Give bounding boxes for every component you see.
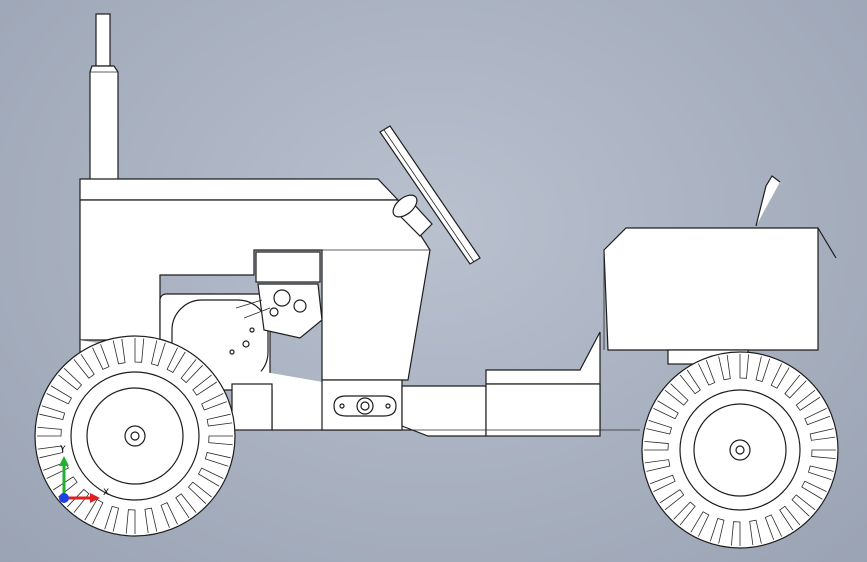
tire-lug <box>150 340 166 367</box>
front-wheel <box>34 335 236 537</box>
tire-lug <box>201 393 227 411</box>
tire-lug <box>73 353 95 379</box>
tire-lug <box>206 413 233 427</box>
tire-lug <box>58 367 83 391</box>
tire-lug <box>770 363 790 389</box>
tire-lug <box>807 465 834 481</box>
x-axis-label: X <box>103 488 109 498</box>
tire-lug <box>125 509 136 534</box>
tire-lug <box>755 356 771 383</box>
tire-lug <box>649 474 676 493</box>
coordinate-triad: Y X <box>59 445 109 503</box>
tire-lug <box>804 407 831 426</box>
tire-lug <box>690 511 710 537</box>
tire-lug <box>697 359 716 386</box>
rear-seat-box <box>603 175 837 365</box>
y-axis-arrowhead <box>59 456 69 466</box>
tire-lug <box>730 521 741 546</box>
tire-lug <box>134 338 145 363</box>
tire-lug <box>811 449 836 460</box>
tire-lug <box>673 501 696 526</box>
tire-lug <box>646 419 673 435</box>
tire-lug <box>764 514 783 541</box>
tire-lug <box>192 374 218 396</box>
x-axis-arrowhead <box>90 493 100 503</box>
z-axis-marker <box>59 493 69 503</box>
tire-lug <box>166 347 186 374</box>
tire-lug <box>104 505 120 532</box>
tire-lug <box>659 489 685 511</box>
tire-lug <box>187 481 212 505</box>
tire-lug <box>679 369 701 395</box>
tire-lug <box>84 498 104 525</box>
tire-lug <box>644 459 671 472</box>
tire-lug <box>175 493 197 519</box>
tire-lug <box>709 517 725 544</box>
rear-wheel <box>641 351 839 549</box>
tire-lug <box>37 426 62 437</box>
tire-lug <box>801 480 827 500</box>
tire-lug <box>197 467 224 487</box>
tire-lug <box>739 354 750 379</box>
tire-lug <box>664 383 689 406</box>
steering-wheel <box>379 125 481 265</box>
tire-lug <box>112 338 126 365</box>
tire-lug <box>144 507 158 534</box>
tire-lug <box>784 374 807 399</box>
tire-lug <box>779 505 801 531</box>
tire-lug <box>644 440 669 451</box>
tire-lug <box>204 451 231 467</box>
tire-lug <box>718 354 731 381</box>
y-axis-label: Y <box>59 445 66 455</box>
tire-lug <box>92 344 110 370</box>
tire-lug <box>795 389 821 411</box>
tire-lug <box>653 400 679 420</box>
exhaust-pipe <box>89 13 119 181</box>
tire-lug <box>208 435 233 446</box>
tire-lug <box>791 494 816 517</box>
bearing-block <box>333 395 397 417</box>
tire-lug <box>180 359 204 384</box>
tire-lug <box>809 428 836 441</box>
tire-lug <box>46 385 73 405</box>
tire-lug <box>37 445 64 459</box>
tire-lug <box>160 502 178 528</box>
tire-lug <box>39 405 66 421</box>
tire-lug <box>749 519 762 546</box>
